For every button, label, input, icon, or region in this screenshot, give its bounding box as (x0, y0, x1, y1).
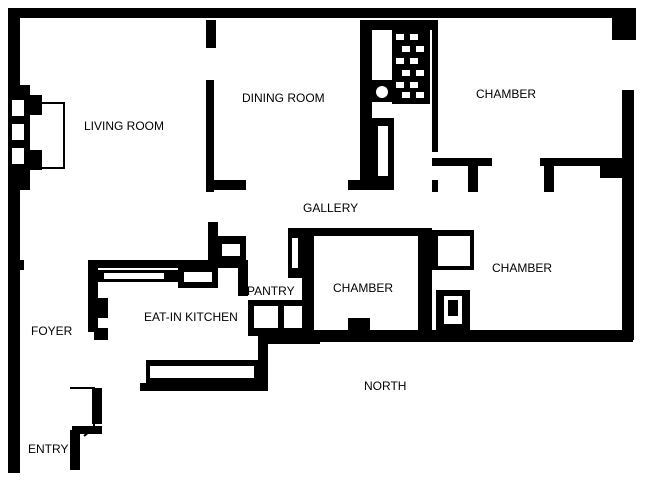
chamber-top-walls (432, 20, 622, 192)
label-north: NORTH (364, 379, 406, 393)
dining-room-walls (206, 20, 372, 192)
label-chamber-right: CHAMBER (492, 261, 552, 275)
outer-walls (8, 8, 636, 473)
label-living-room: LIVING ROOM (84, 119, 164, 133)
label-gallery: GALLERY (303, 201, 358, 215)
label-chamber-top: CHAMBER (476, 87, 536, 101)
kitchen-walls (88, 260, 260, 384)
label-eat-in-kitchen: EAT-IN KITCHEN (144, 310, 238, 324)
label-entry: ENTRY (28, 442, 68, 456)
stair-block (370, 20, 434, 190)
label-chamber-middle: CHAMBER (333, 281, 393, 295)
label-foyer: FOYER (31, 324, 73, 338)
pantry-walls (248, 232, 370, 336)
label-dining-room: DINING ROOM (242, 91, 325, 105)
chamber-right-walls (418, 228, 474, 332)
label-pantry: PANTRY (247, 284, 295, 298)
living-room-bay (8, 85, 65, 190)
entry-walls (14, 260, 102, 470)
room-labels: LIVING ROOM DINING ROOM CHAMBER GALLERY … (28, 87, 552, 456)
